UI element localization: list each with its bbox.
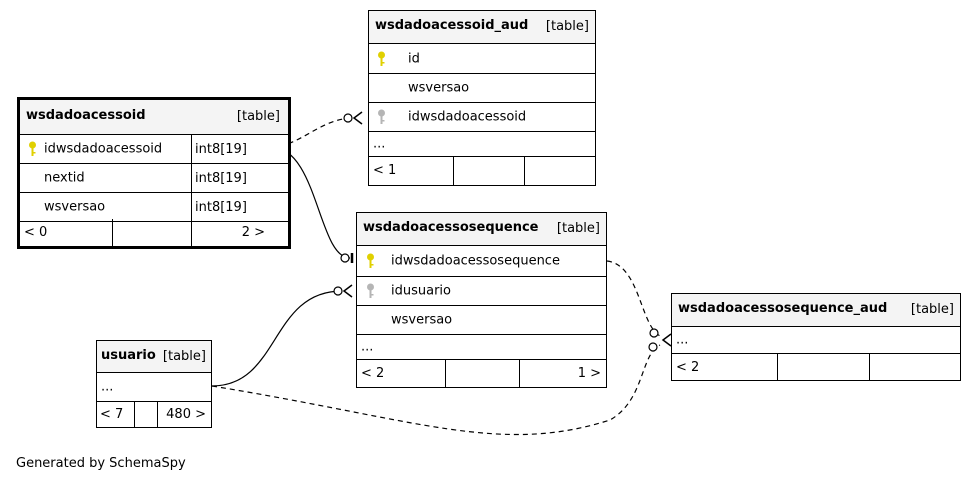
table-wsdadoacessosequence[interactable]: wsdadoacessosequence [table] idwsdadoace… [356,212,607,388]
column-name: ... [101,379,114,395]
footer-cell [777,354,870,380]
parent-count: < 7 [100,406,124,422]
relationship-usuario-sequence [211,290,343,387]
child-count [869,354,960,380]
foreign-key-icon [367,283,374,298]
table-name: wsdadoacessoid [26,108,146,123]
relationship-crowsfoot [342,284,353,298]
column-row[interactable]: nextid int8[19] [20,164,288,193]
table-type: [table] [910,302,954,317]
column-row[interactable]: id [369,44,595,74]
table-wsdadoacessosequence-aud[interactable]: wsdadoacessosequence_aud [table] ... < 2 [671,293,961,381]
column-name: ... [676,332,689,348]
table-name: wsdadoacessosequence [363,220,539,235]
child-count: 2 > [191,219,270,246]
table-type: [table] [162,349,206,364]
column-name: idwsdadoacessoid [44,141,163,157]
column-row[interactable]: ... [369,132,595,157]
table-usuario[interactable]: usuario [table] ... < 7 480 > [96,340,212,428]
footer-cell [445,359,520,387]
column-row[interactable]: idwsdadoacessoid int8[19] [20,135,288,164]
column-name: wsversao [44,199,106,215]
parent-count: < 2 [676,359,700,375]
table-name: wsdadoacessosequence_aud [678,301,888,316]
relationship-crowsfoot [352,111,363,125]
footer-cell [453,156,525,185]
child-count: 480 > [157,401,211,427]
table-name: wsdadoacessoid_aud [375,18,529,33]
column-name: idwsdadoacessoid [408,109,527,125]
table-footer: < 0 2 > [20,219,288,246]
column-name: ... [373,136,386,152]
footer-cell [134,401,158,427]
primary-key-icon [378,51,385,66]
column-row[interactable]: idusuario [357,277,606,306]
column-name: idusuario [391,283,451,299]
table-footer: < 1 [369,156,595,185]
primary-key-icon [29,141,36,156]
footer-cell [112,219,192,246]
table-header: wsdadoacessosequence_aud [table] [672,294,960,327]
table-footer: < 7 480 > [97,401,211,427]
column-name: wsversao [408,80,470,96]
column-type: int8[19] [191,135,270,163]
column-row[interactable]: ... [672,327,960,354]
column-name: id [408,51,420,66]
relationship-end-circle [343,113,353,123]
table-wsdadoacessoid[interactable]: wsdadoacessoid [table] idwsdadoacessoid … [17,97,291,249]
generated-by-label: Generated by SchemaSpy [16,456,186,471]
table-name: usuario [101,348,156,363]
relationship-end-circle [648,342,658,352]
relationship-end-circle [649,328,659,338]
primary-key-icon [367,253,374,268]
column-row[interactable]: wsversao [357,306,606,335]
parent-count: < 0 [24,225,48,240]
table-type: [table] [236,109,280,124]
column-name: nextid [44,170,85,186]
table-wsdadoacessoid-aud[interactable]: wsdadoacessoid_aud [table] id wsversao i… [368,10,596,186]
relationship-usuario-sequence-aud [211,344,661,436]
column-name: ... [361,339,374,355]
table-header: usuario [table] [97,341,211,373]
column-row[interactable]: ... [97,373,211,402]
relationship-end-circle [340,253,350,263]
child-count: 1 > [519,359,606,387]
column-type: int8[19] [191,193,270,221]
table-header: wsdadoacessosequence [table] [357,213,606,246]
column-row[interactable]: wsversao int8[19] [20,193,288,222]
table-footer: < 2 1 > [357,359,606,387]
table-type: [table] [545,19,589,34]
child-count [524,156,595,185]
parent-count: < 2 [361,365,385,381]
relationship-end-circle [333,286,343,296]
table-type: [table] [556,221,600,236]
column-type: int8[19] [191,164,270,192]
table-header: wsdadoacessoid_aud [table] [369,11,595,44]
relationship-sequence-aud [606,260,661,337]
column-row[interactable]: wsversao [369,74,595,103]
table-footer: < 2 [672,354,960,380]
foreign-key-icon [378,109,385,124]
column-row[interactable]: idwsdadoacessoid [369,103,595,132]
parent-count: < 1 [373,163,397,178]
column-row[interactable]: ... [357,335,606,360]
column-name: idwsdadoacessosequence [391,253,560,269]
column-row[interactable]: idwsdadoacessosequence [357,246,606,277]
table-header: wsdadoacessoid [table] [20,100,288,135]
relationship-crowsfoot [661,333,672,347]
column-name: wsversao [391,312,453,328]
